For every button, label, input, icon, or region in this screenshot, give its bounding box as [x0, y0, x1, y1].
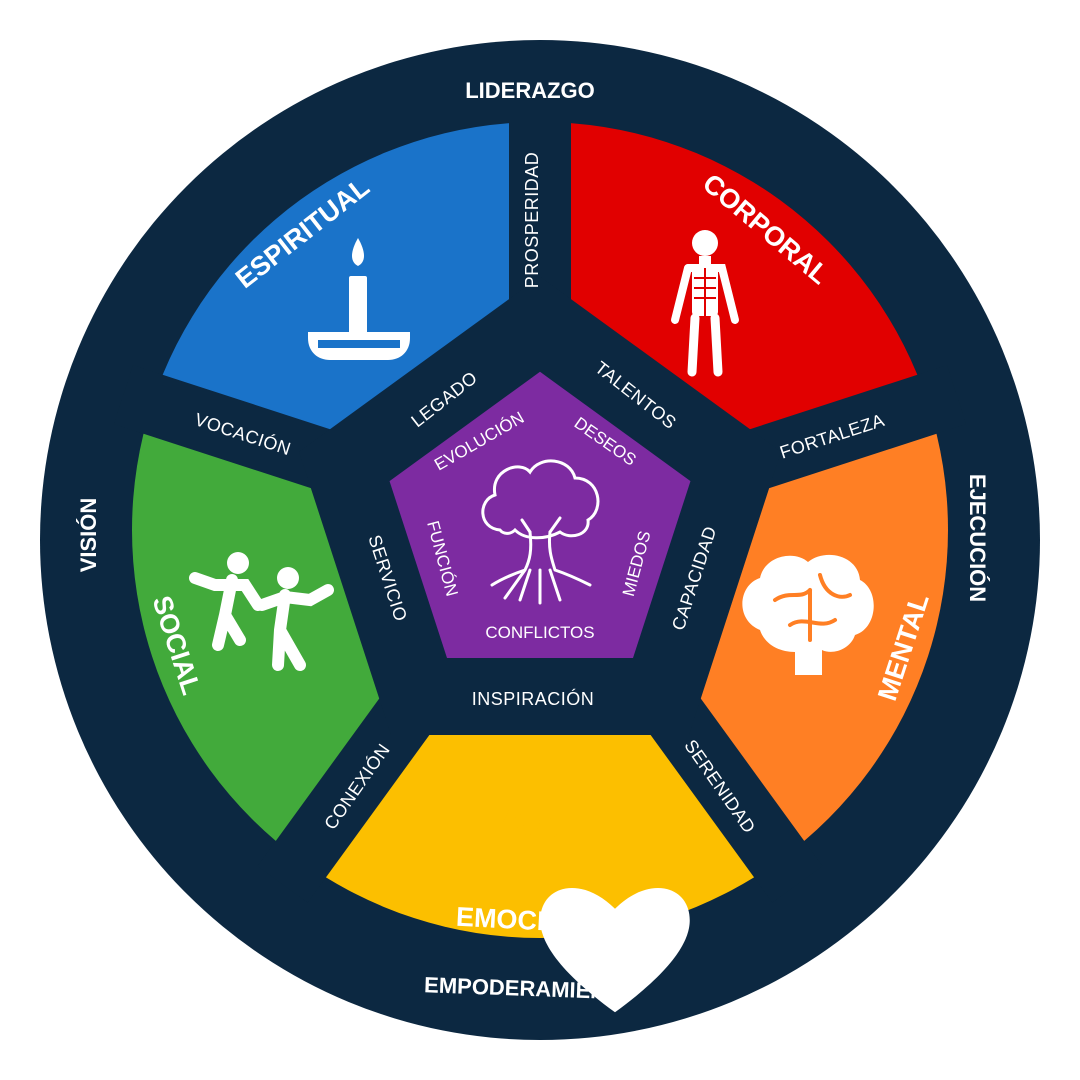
- tree-icon: [481, 459, 600, 605]
- heartbeat-icon: [478, 797, 690, 1013]
- ring-label-right: EJECUCIÓN: [965, 474, 990, 602]
- gap-label-prosperidad: PROSPERIDAD: [522, 152, 542, 289]
- ring-label-left: VISIÓN: [76, 498, 101, 573]
- dancers-icon: [189, 552, 334, 671]
- skeleton-icon: [671, 230, 739, 377]
- brain-icon: [742, 554, 874, 675]
- gap-label-inspiracion: INSPIRACIÓN: [472, 688, 595, 709]
- center-label-conflictos: CONFLICTOS: [485, 623, 594, 642]
- center-pentagon: [389, 371, 691, 658]
- candle-icon: [308, 238, 410, 360]
- ring-label-top: LIDERAZGO: [465, 78, 595, 103]
